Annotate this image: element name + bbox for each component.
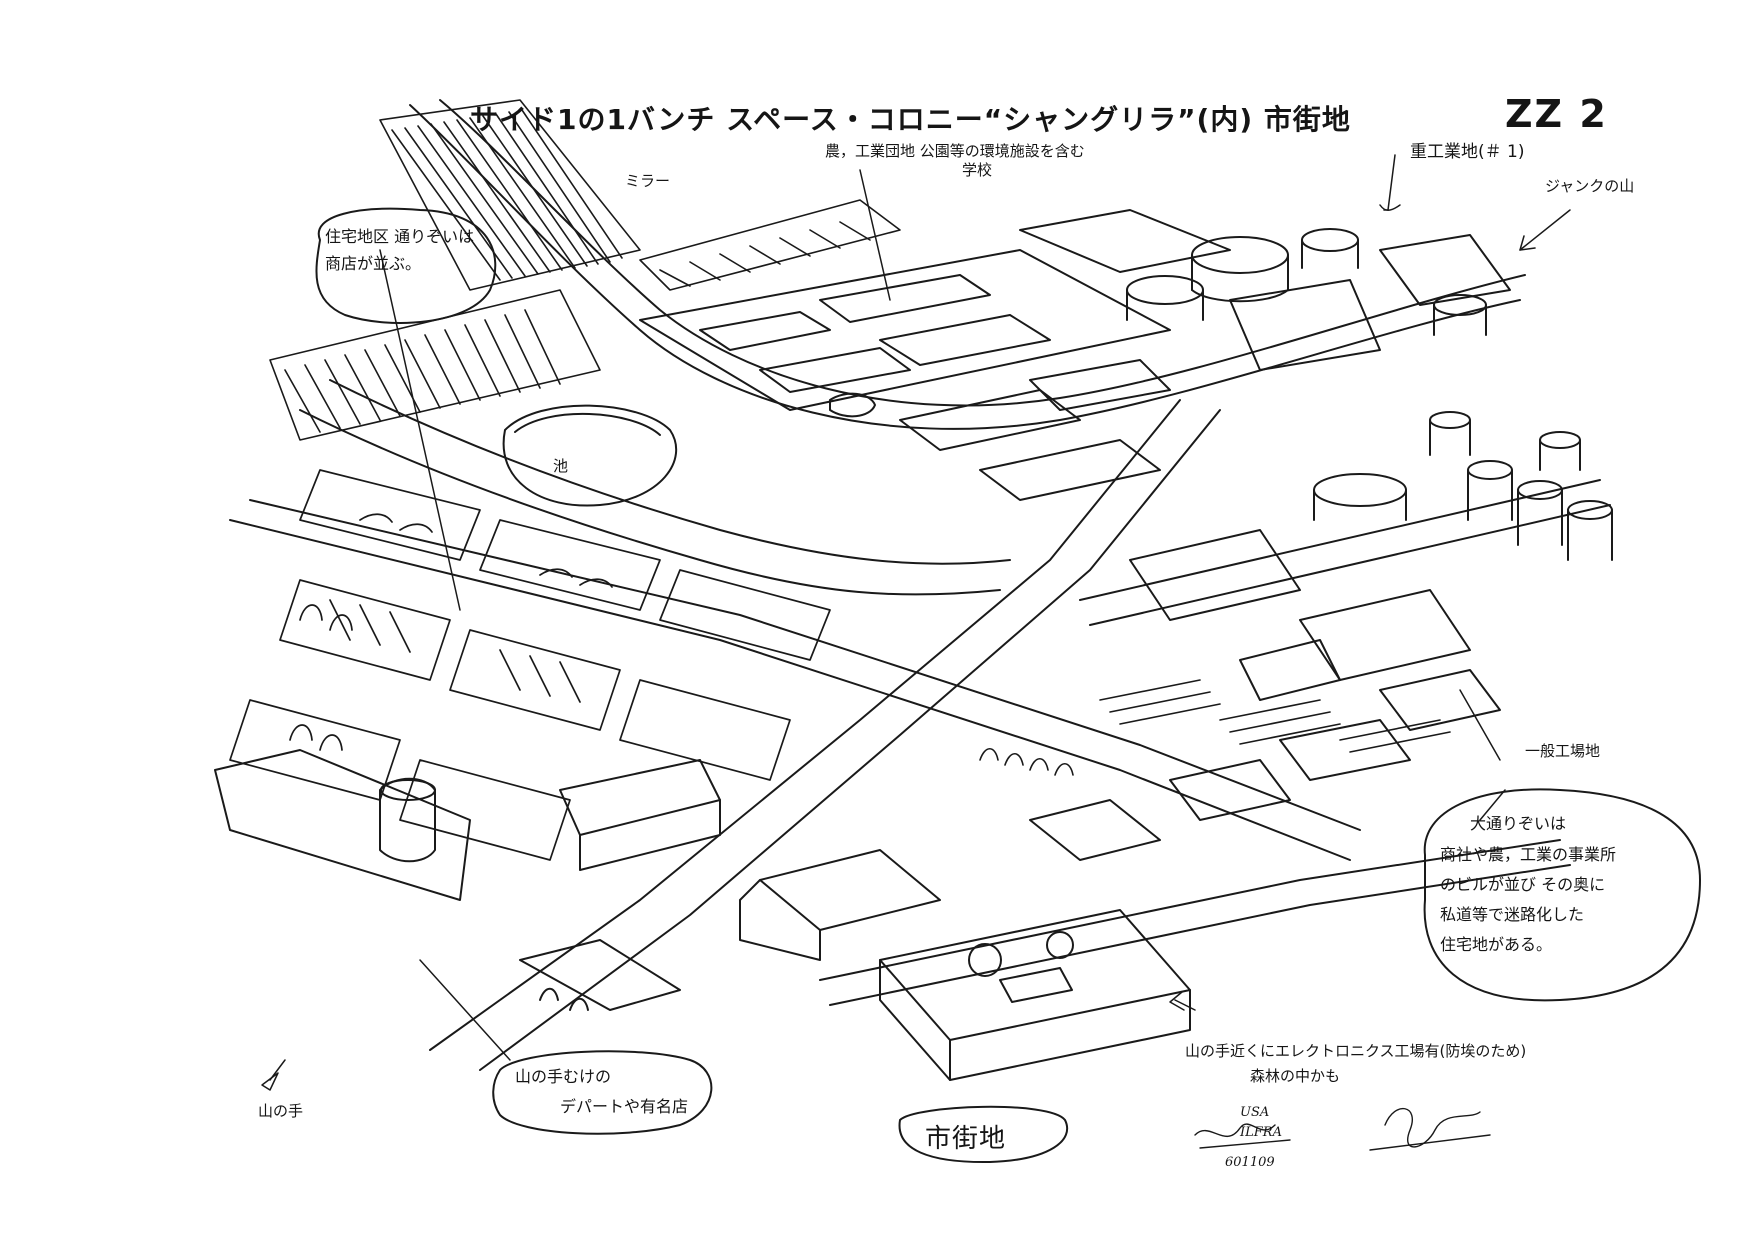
industrial-park-blocks [639, 249, 1171, 501]
label-heavy-industry: 重工業地(＃ 1) [1410, 142, 1525, 162]
label-junk-mountain: ジャンクの山 [1545, 177, 1635, 195]
note-main-street-line2: 商社や農，工業の事業所 [1440, 845, 1617, 864]
signature-date: 601109 [1225, 1155, 1275, 1170]
colony-arc-road [299, 99, 1526, 596]
department-store-complex [214, 749, 721, 1011]
annotation-leaders [261, 154, 1571, 1091]
note-electronics-line1: 山の手近くにエレクトロニクス工場有(防埃のため) [1185, 1042, 1527, 1060]
label-mirror: ミラー [625, 172, 671, 190]
annotation-bubbles [315, 207, 1701, 1164]
note-main-street-line4: 私道等で迷路化した [1440, 905, 1585, 924]
note-main-street-line5: 住宅地がある。 [1440, 935, 1553, 954]
label-yamanote: 山の手 [258, 1102, 304, 1120]
office-buildings [739, 529, 1501, 1081]
residential-blocks [229, 469, 831, 861]
label-agri-industrial: 農，工業団地 公園等の環境施設を含む [825, 142, 1085, 160]
note-department-line1: 山の手むけの [515, 1067, 612, 1086]
note-residential-line2: 商店が並ぶ。 [325, 254, 422, 273]
heavy-industry-tanks [1019, 209, 1613, 561]
note-main-street-line1: 大通りぞいは [1470, 814, 1567, 833]
signature-marks [1194, 1107, 1491, 1151]
signature-line2: ILFRA [1240, 1125, 1282, 1140]
pond [502, 404, 678, 507]
note-residential-line1: 住宅地区 通りぞいは [325, 227, 475, 246]
label-general-factory: 一般工場地 [1525, 742, 1601, 760]
signature-line1: USA [1240, 1105, 1270, 1120]
note-main-street-line3: のビルが並び その奥に [1440, 875, 1606, 894]
label-school: 学校 [962, 161, 993, 179]
city-area-stamp: 市街地 [925, 1124, 1007, 1154]
main-avenues [229, 399, 1611, 1071]
sheet-title: サイド1の1バンチ スペース・コロニー“シャングリラ”(内) 市街地 [470, 103, 1351, 136]
note-department-line2: デパートや有名店 [560, 1097, 689, 1116]
factory-strips [979, 679, 1451, 776]
note-electronics-line2: 森林の中かも [1250, 1067, 1341, 1085]
sheet-code: ZZ 2 [1505, 92, 1608, 136]
label-pond: 池 [553, 457, 569, 475]
